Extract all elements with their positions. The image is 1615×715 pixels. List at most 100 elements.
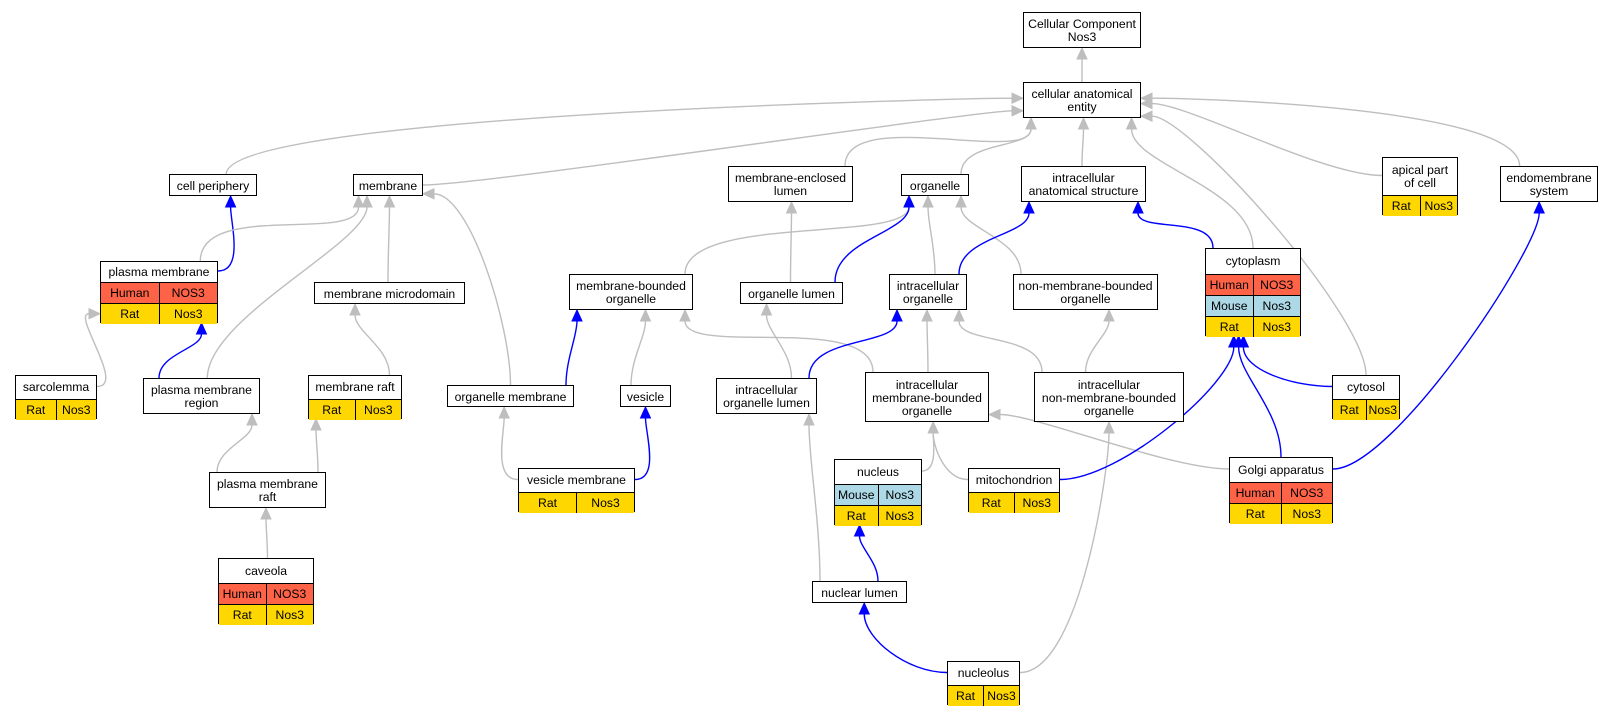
edge-line <box>1151 97 1521 167</box>
node-io[interactable]: intracellular organelle <box>889 274 967 310</box>
edge-arrowhead <box>361 194 373 208</box>
node-mbo[interactable]: membrane-bounded organelle <box>569 274 693 310</box>
node-label: cell periphery <box>176 178 250 193</box>
node-label: plasma membrane raft <box>217 477 318 504</box>
gene-cell: Nos3 <box>877 506 922 526</box>
edge-line <box>225 97 1013 175</box>
node-label: nucleolus <box>957 666 1010 680</box>
node-label: plasma membrane region <box>151 383 252 410</box>
gene-cell: Nos3 <box>1419 196 1458 216</box>
edge-vm-to-vesicle <box>634 405 652 481</box>
node-organelle[interactable]: organelle <box>901 174 969 196</box>
edge-line <box>926 320 929 373</box>
node-inmbo[interactable]: intracellular non-membrane-bounded organ… <box>1034 372 1184 422</box>
node-label: non-membrane-bounded organelle <box>1018 279 1153 306</box>
edge-line <box>1059 346 1235 481</box>
edge-arrowhead <box>853 523 866 537</box>
edge-line <box>1019 432 1110 674</box>
node-label: intracellular organelle <box>896 279 960 306</box>
gene-cell: NOS3 <box>265 584 314 604</box>
node-pmr[interactable]: plasma membrane region <box>143 378 260 414</box>
edge-arrowhead <box>858 601 871 615</box>
edge-arrowhead <box>1025 116 1037 130</box>
edge-inmbo-to-nmbo <box>1084 308 1115 373</box>
edge-cytosol-to-cyto <box>1237 334 1333 388</box>
node-endo[interactable]: endomembrane system <box>1500 166 1598 202</box>
edge-line <box>1237 346 1282 458</box>
node-ias[interactable]: intracellular anatomical structure <box>1021 166 1146 202</box>
node-mmd[interactable]: membrane microdomain <box>314 282 465 304</box>
edge-line <box>932 432 969 481</box>
node-imbo[interactable]: intracellular membrane-bounded organelle <box>865 372 989 422</box>
edge-inmbo-to-io <box>953 308 1043 373</box>
edge-pmr-to-pm <box>158 321 208 379</box>
gene-cell: Nos3 <box>983 686 1019 706</box>
node-membrane[interactable]: membrane <box>353 174 423 196</box>
node-iol[interactable]: intracellular organelle lumen <box>716 378 817 414</box>
edge-om-to-mbo <box>565 308 583 386</box>
node-pmraft[interactable]: plasma membrane raft <box>209 472 326 508</box>
edge-mito-to-imbo <box>927 420 969 481</box>
edge-arrowhead <box>352 194 365 208</box>
edge-line <box>958 212 1030 275</box>
node-cellper[interactable]: cell periphery <box>169 174 257 196</box>
node-ol[interactable]: organelle lumen <box>740 282 843 304</box>
gene-cell: NOS3 <box>1280 483 1333 503</box>
node-label: caveola <box>244 563 287 578</box>
node-root[interactable]: Cellular Component Nos3 <box>1023 12 1141 48</box>
node-nmbo[interactable]: non-membrane-bounded organelle <box>1013 274 1158 310</box>
node-label: Golgi apparatus <box>1237 462 1325 477</box>
edge-line <box>433 193 512 386</box>
edge-line <box>206 206 368 379</box>
edge-arrowhead <box>1103 308 1115 322</box>
edge-arrowhead <box>921 308 933 322</box>
edge-arrowhead <box>679 308 691 322</box>
edge-cyto-to-cae <box>1125 116 1254 249</box>
edge-line <box>789 212 793 283</box>
species-cell: Rat <box>1219 319 1239 334</box>
edge-line <box>422 110 1013 186</box>
species-cell: Mouse <box>837 487 875 502</box>
node-nl[interactable]: nuclear lumen <box>812 581 907 603</box>
species-cell: Rat <box>26 402 46 417</box>
species-cell: Human <box>222 586 262 601</box>
edge-mbo-to-organelle <box>684 194 915 275</box>
node-cae[interactable]: cellular anatomical entity <box>1023 82 1141 118</box>
node-vesicle[interactable]: vesicle <box>620 385 671 407</box>
edge-line <box>834 206 910 283</box>
edge-arrowhead <box>760 302 773 316</box>
edge-line <box>808 320 898 379</box>
edge-vm-to-om <box>498 405 519 481</box>
edge-pmraft-to-mraft <box>310 417 322 473</box>
edge-line <box>1081 128 1085 167</box>
species-cell: Rat <box>846 508 866 523</box>
node-mel[interactable]: membrane-enclosed lumen <box>728 166 853 202</box>
edge-line <box>765 314 793 379</box>
edge-arrowhead <box>1103 420 1115 434</box>
edge-line <box>1137 212 1214 249</box>
node-om[interactable]: organelle membrane <box>447 385 574 407</box>
edge-pmr-to-membrane <box>206 194 373 379</box>
edge-line <box>863 613 948 674</box>
edge-golgi-to-imbo <box>987 408 1230 470</box>
node-label: intracellular non-membrane-bounded organ… <box>1041 377 1177 418</box>
edge-endo-to-cae <box>1139 92 1521 167</box>
edge-arrowhead <box>785 200 798 214</box>
edge-iol-to-ol <box>760 302 793 379</box>
